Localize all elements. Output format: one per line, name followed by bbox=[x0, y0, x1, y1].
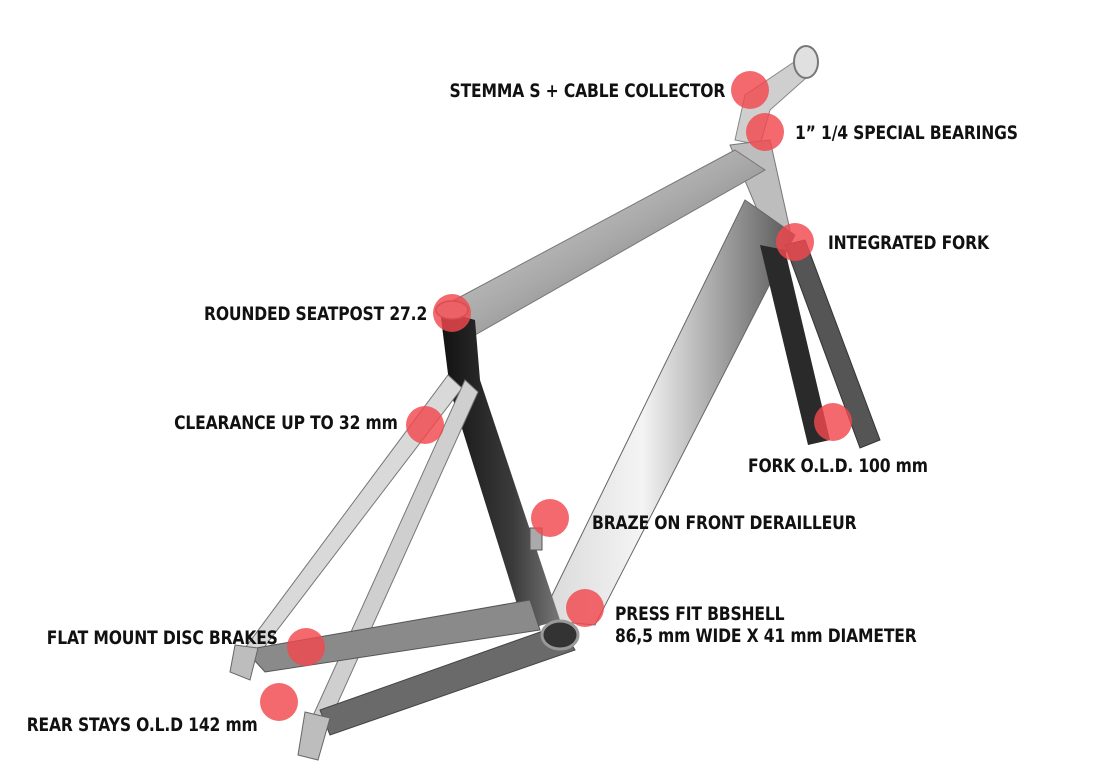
label-fork-old: FORK O.L.D. 100 mm bbox=[748, 455, 928, 477]
label-integrated-fork: INTEGRATED FORK bbox=[828, 232, 989, 254]
dropout-right bbox=[297, 711, 331, 761]
label-bearings: 1” 1/4 SPECIAL BEARINGS bbox=[795, 122, 1018, 144]
callout-dot-rear-old bbox=[260, 683, 298, 721]
seat-tube bbox=[440, 310, 560, 630]
label-rear-old: REAR STAYS O.L.D 142 mm bbox=[27, 714, 258, 736]
fork-leg-left bbox=[760, 245, 830, 445]
bb-shell bbox=[540, 619, 580, 651]
label-clearance: CLEARANCE UP TO 32 mm bbox=[174, 412, 398, 434]
down-tube bbox=[539, 199, 796, 626]
label-derailleur: BRAZE ON FRONT DERAILLEUR bbox=[592, 512, 857, 534]
callout-dot-fork-old bbox=[814, 403, 852, 441]
label-stem: STEMMA S + CABLE COLLECTOR bbox=[449, 80, 725, 102]
callout-dot-stem bbox=[731, 71, 769, 109]
dropout-left bbox=[229, 644, 259, 681]
label-bbshell: PRESS FIT BBSHELL 86,5 mm WIDE X 41 mm D… bbox=[615, 603, 917, 647]
callout-dot-bearings bbox=[746, 113, 784, 151]
label-bbshell-line2: 86,5 mm WIDE X 41 mm DIAMETER bbox=[615, 625, 917, 647]
callout-dot-fork bbox=[776, 223, 814, 261]
callout-dot-disc bbox=[287, 628, 325, 666]
callout-dot-derailleur bbox=[531, 499, 569, 537]
label-disc-brakes: FLAT MOUNT DISC BRAKES bbox=[46, 627, 278, 649]
label-seatpost: ROUNDED SEATPOST 27.2 bbox=[203, 303, 427, 325]
callout-dot-clearance bbox=[406, 406, 444, 444]
callout-dot-seatpost bbox=[433, 294, 471, 332]
callout-dot-bbshell bbox=[566, 589, 604, 627]
label-bbshell-line1: PRESS FIT BBSHELL bbox=[615, 603, 785, 625]
